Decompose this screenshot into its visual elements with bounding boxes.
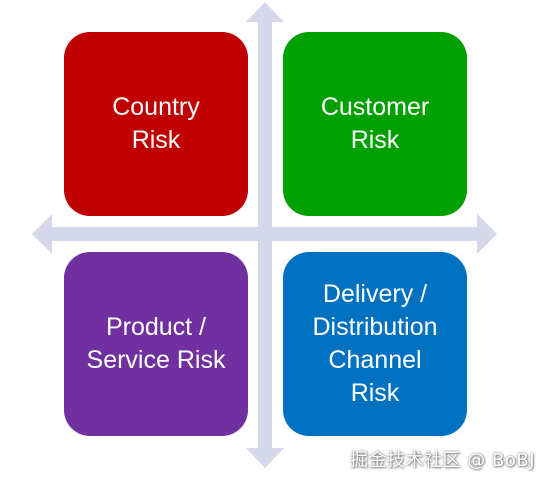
country-risk-label: Country Risk [112, 93, 200, 154]
delivery-distribution-channel-risk-box: Delivery / Distribution Channel Risk [283, 252, 467, 436]
country-risk-box: Country Risk [64, 32, 248, 216]
customer-risk-box: Customer Risk [283, 32, 467, 216]
product-service-risk-label: Product / Service Risk [86, 313, 226, 374]
watermark: 掘金技术社区 @ BoBJ [350, 450, 535, 471]
horizontal-axis-arrow [32, 214, 497, 254]
customer-risk-label: Customer Risk [320, 93, 430, 154]
delivery-distribution-channel-risk-label: Delivery / Distribution Channel Risk [312, 280, 438, 407]
product-service-risk-box: Product / Service Risk [64, 252, 248, 436]
